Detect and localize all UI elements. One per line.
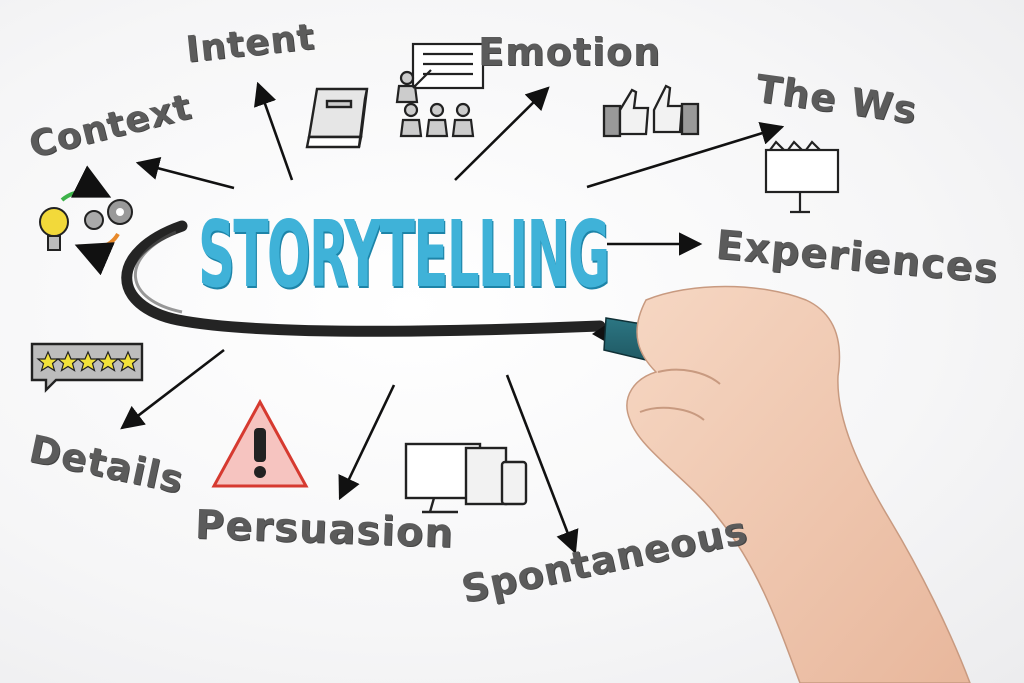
arrow-emotion [454, 86, 550, 181]
arrow-spontaneous [505, 374, 579, 555]
arrow-persuasion [338, 384, 396, 501]
presentation-icon [395, 42, 485, 138]
arrow-context [135, 156, 235, 190]
devices-icon [404, 442, 528, 514]
word-persuasion: Persuasion [194, 502, 455, 558]
arrow-intent [254, 81, 294, 181]
book-icon [305, 87, 369, 149]
storytelling-title: STORYTELLING [198, 201, 610, 308]
arrows [120, 81, 785, 555]
arrow-the-ws [586, 122, 785, 189]
signboard-icon [764, 140, 840, 214]
rating-stars-icon [30, 342, 144, 393]
word-emotion: Emotion [478, 30, 662, 74]
warning-icon [211, 398, 309, 488]
marker-swoosh [121, 220, 606, 337]
lightbulb-gears-icon [39, 165, 133, 276]
thumbs-up-icon [602, 84, 700, 138]
arrow-details [120, 348, 225, 430]
hand-with-marker [592, 285, 971, 683]
